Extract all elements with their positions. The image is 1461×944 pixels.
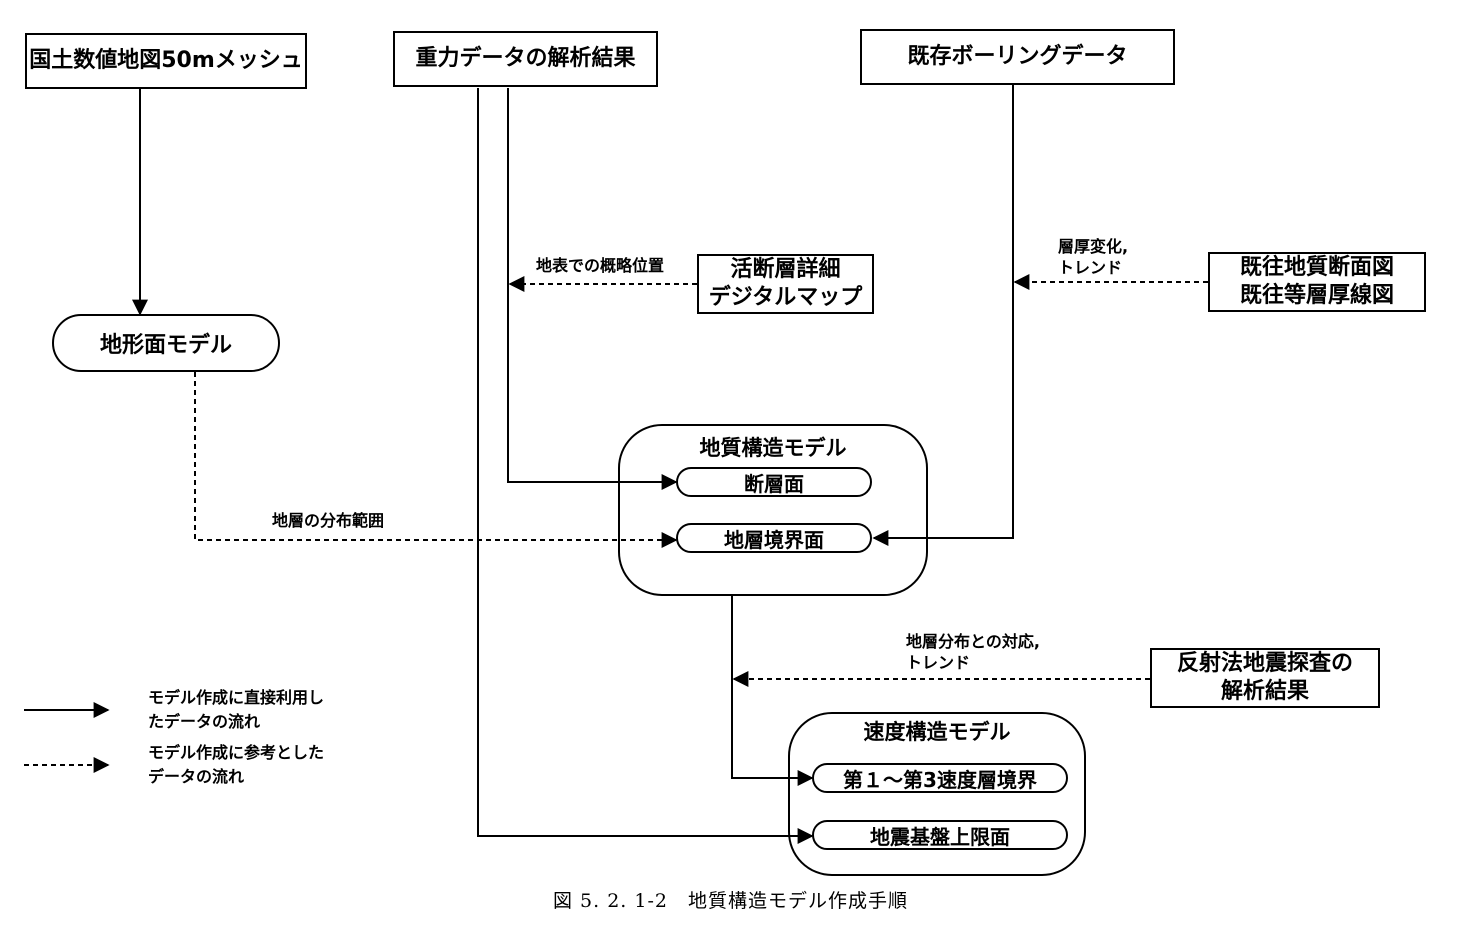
thickness-trend-line-1: 層厚変化, xyxy=(1058,237,1129,256)
thickness-trend-line-2: トレンド xyxy=(1058,258,1123,277)
arrow-geo-to-velocity xyxy=(731,596,814,786)
legend-dashed-line-1: モデル作成に参考とした xyxy=(148,743,325,762)
annotation-distribution-correspondence: 地層分布との対応, トレンド xyxy=(906,631,1040,673)
velocity-model-group xyxy=(788,712,1086,876)
distribution-correspondence-line-1: 地層分布との対応, xyxy=(906,632,1040,651)
sections-line-2: 既往等層厚線図 xyxy=(1239,283,1394,308)
legend-solid-line-1: モデル作成に直接利用し xyxy=(148,688,325,707)
source-gravity-box: 重力データの解析結果 xyxy=(393,31,658,87)
fault-map-line-2: デジタルマップ xyxy=(708,285,863,310)
annotation-surface-position: 地表での概略位置 xyxy=(536,256,665,275)
arrow-boring-to-layer-boundary xyxy=(872,84,1014,546)
annotation-distribution-range: 地層の分布範囲 xyxy=(272,511,385,530)
layer-boundary-node: 地層境界面 xyxy=(676,523,872,553)
basement-top-label: 地震基盤上限面 xyxy=(870,824,1010,849)
fault-map-line-1: 活断層詳細 xyxy=(730,257,841,282)
source-gravity-label: 重力データの解析結果 xyxy=(415,46,636,71)
source-reflection-box: 反射法地震探査の 解析結果 xyxy=(1150,648,1380,708)
arrow-gravity-to-basement xyxy=(477,88,814,844)
source-boring-label: 既存ボーリングデータ xyxy=(907,44,1128,69)
legend-solid-line-2: たデータの流れ xyxy=(148,712,261,731)
legend-dashed-line-2: データの流れ xyxy=(148,767,245,786)
basement-top-node: 地震基盤上限面 xyxy=(812,820,1068,850)
velocity-model-title: 速度構造モデル xyxy=(863,720,1011,744)
dashed-arrow-terrain-to-layer-boundary xyxy=(194,372,678,548)
terrain-model-label: 地形面モデル xyxy=(99,333,232,358)
distribution-correspondence-line-2: トレンド xyxy=(906,653,971,672)
source-dem-box: 国土数値地図50mメッシュ xyxy=(25,33,307,89)
sections-line-1: 既往地質断面図 xyxy=(1239,255,1394,280)
legend-dashed-text: モデル作成に参考とした データの流れ xyxy=(148,741,324,789)
layer-boundary-label: 地層境界面 xyxy=(724,527,824,552)
figure-caption: 図 5. 2. 1-2 地質構造モデル作成手順 xyxy=(553,890,908,912)
arrow-gravity-to-fault-plane xyxy=(507,88,678,490)
reflection-line-2: 解析結果 xyxy=(1220,679,1309,704)
geo-model-title: 地質構造モデル xyxy=(699,436,847,460)
velocity-layer-boundary-label: 第１～第3速度層境界 xyxy=(843,767,1037,792)
annotation-thickness-trend: 層厚変化, トレンド xyxy=(1058,236,1128,278)
reflection-line-1: 反射法地震探査の xyxy=(1176,651,1353,676)
terrain-model-node: 地形面モデル xyxy=(52,314,280,372)
source-dem-label: 国土数値地図50mメッシュ xyxy=(29,48,303,73)
velocity-layer-boundary-node: 第１～第3速度層境界 xyxy=(812,763,1068,793)
source-boring-box: 既存ボーリングデータ xyxy=(860,29,1175,85)
legend-solid-text: モデル作成に直接利用し たデータの流れ xyxy=(148,686,324,734)
source-sections-box: 既往地質断面図 既往等層厚線図 xyxy=(1208,252,1426,312)
source-fault-map-box: 活断層詳細 デジタルマップ xyxy=(697,254,874,314)
fault-plane-label: 断層面 xyxy=(744,471,804,496)
fault-plane-node: 断層面 xyxy=(676,467,872,497)
geo-model-group xyxy=(618,424,928,596)
